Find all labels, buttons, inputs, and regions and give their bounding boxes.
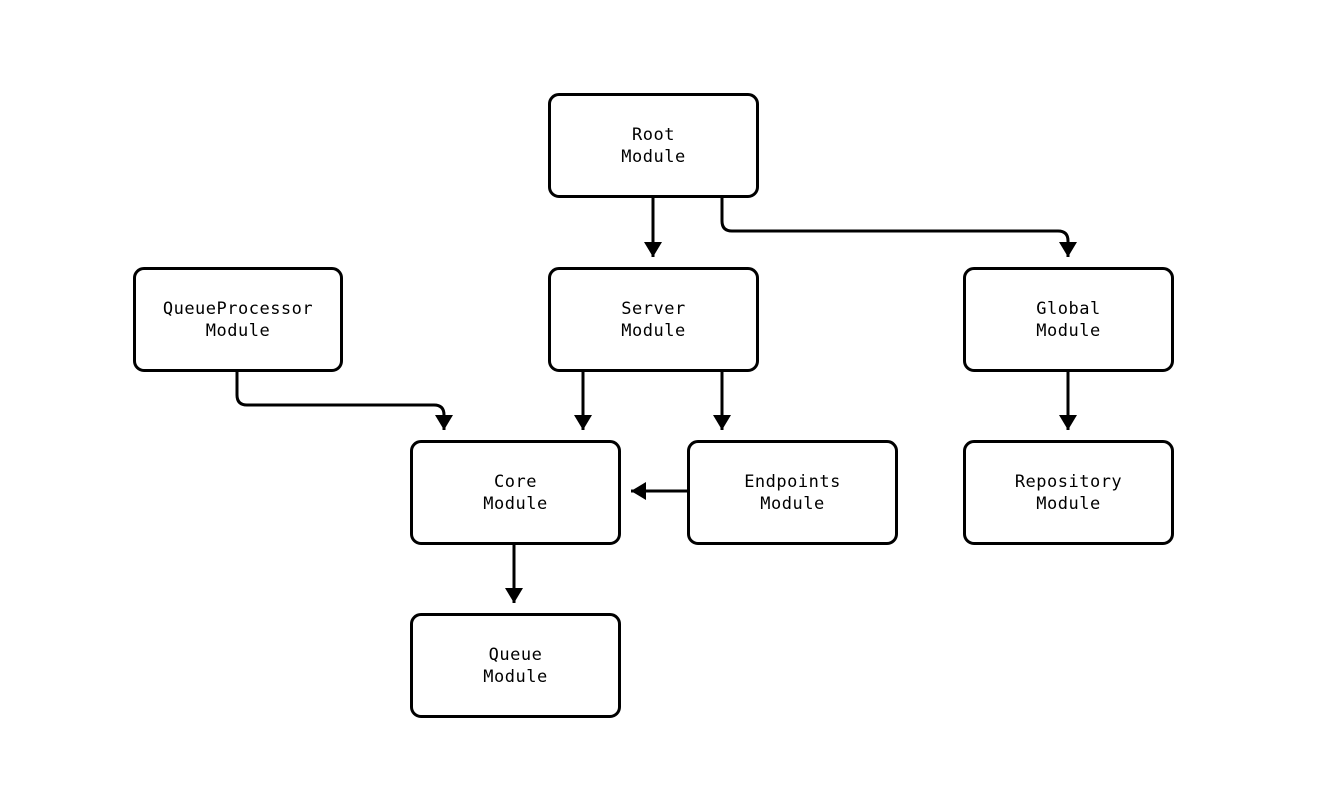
endpoints-module-label-line1: Endpoints [744, 471, 841, 492]
core-module-label-line2: Module [483, 493, 548, 514]
core-module-label-line1: Core [494, 471, 537, 492]
edge-server-to-endpoints [713, 372, 731, 430]
queueprocessor-module-label-line1: QueueProcessor [162, 298, 314, 319]
repository-module-label-line2: Module [1036, 493, 1101, 514]
edge-server-to-core [574, 372, 592, 430]
edge-queueprocessor-to-core [235, 372, 453, 430]
global-module-label-line2: Module [1036, 320, 1101, 341]
endpoints-module-label-line2: Module [760, 493, 825, 514]
edge-endpoints-to-core-arrowhead-icon [631, 482, 646, 500]
queueprocessor-module-label-line2: Module [205, 320, 271, 341]
edge-root-to-global [720, 198, 1077, 257]
edge-queueprocessor-to-core-arrowhead-icon [435, 415, 453, 430]
edge-core-to-queue [505, 545, 523, 603]
root-module-label-line1: Root [632, 124, 675, 145]
edge-root-to-global-arrowhead-icon [1059, 242, 1077, 257]
queue-module-label-line2: Module [483, 666, 548, 687]
server-module-label-line1: Server [621, 298, 686, 319]
edge-global-to-repository [1059, 372, 1077, 430]
edge-server-to-endpoints-arrowhead-icon [713, 415, 731, 430]
repository-module-label-line1: Repository [1014, 471, 1123, 492]
edges-group [235, 198, 1077, 603]
edge-global-to-repository-arrowhead-icon [1059, 415, 1077, 430]
edge-server-to-core-arrowhead-icon [574, 415, 592, 430]
edge-queueprocessor-to-core-line [235, 372, 446, 430]
edge-endpoints-to-core [631, 482, 687, 500]
global-module-label-line1: Global [1036, 298, 1101, 319]
edge-root-to-server-arrowhead-icon [644, 242, 662, 257]
edge-root-to-server [644, 198, 662, 257]
edge-core-to-queue-arrowhead-icon [505, 588, 523, 603]
server-module-label-line2: Module [621, 320, 686, 341]
edge-root-to-global-line [720, 198, 1070, 257]
queue-module-label-line1: Queue [488, 644, 543, 665]
root-module-label-line2: Module [621, 146, 686, 167]
